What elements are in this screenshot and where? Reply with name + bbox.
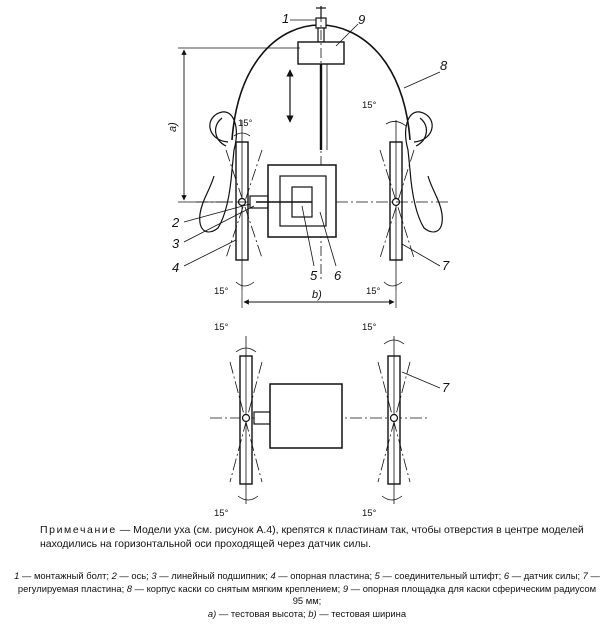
note-lead: Примечание xyxy=(40,524,117,536)
angle-label: 15° xyxy=(362,100,377,111)
legend-item: 4 — опорная пластина; xyxy=(270,570,375,581)
angle-label: 15° xyxy=(362,508,377,519)
angle-label: 15° xyxy=(214,286,229,297)
legend-item: 3 — линейный подшипник; xyxy=(151,570,271,581)
angle-label: 15° xyxy=(214,322,229,333)
right-ear-model xyxy=(405,111,443,233)
dim-height-label: a) xyxy=(167,122,179,132)
callout-4: 4 xyxy=(172,260,179,275)
top-view xyxy=(178,6,450,308)
dim-width-label: b) xyxy=(312,289,322,301)
bottom-force-sensor xyxy=(269,383,343,449)
angle-label: 15° xyxy=(366,286,381,297)
legend-item: 9 — опорная площадка для каски сферическ… xyxy=(292,582,597,607)
callout-labels: 1 9 8 2 3 4 5 6 7 7 xyxy=(171,11,450,395)
callout-7: 7 xyxy=(442,258,450,273)
legend-item: 8 — корпус каски со снятым мягким крепле… xyxy=(126,582,343,594)
leader-lines xyxy=(183,19,441,389)
callout-3: 3 xyxy=(172,236,180,251)
figure-legend: 1 — монтажный болт; 2 — ось; 3 — линейны… xyxy=(14,570,600,620)
legend-dim: b) — тестовая ширина xyxy=(308,607,407,619)
note-text: — Модели уха (см. рисунок А.4), крепятся… xyxy=(40,524,584,550)
callout-1: 1 xyxy=(282,11,289,26)
callout-6: 6 xyxy=(334,268,342,283)
angle-label: 15° xyxy=(238,118,253,129)
bottom-view xyxy=(210,336,430,504)
legend-item: 7 — регулируемая пластина; xyxy=(17,570,600,594)
angle-label: 15° xyxy=(214,508,229,519)
callout-7-bottom: 7 xyxy=(442,380,450,395)
angle-label: 15° xyxy=(362,322,377,333)
left-ear-model xyxy=(199,111,237,233)
legend-item: 5 — соединительный штифт; xyxy=(374,570,504,581)
legend-item: 6 — датчик силы; xyxy=(503,570,583,581)
technical-drawing: 1 9 8 2 3 4 5 6 7 7 a) b) 15° 15° 15° 15… xyxy=(167,6,450,519)
legend-item: 1 — монтажный болт; xyxy=(14,570,112,581)
legend-dim: a) — тестовая высота; xyxy=(207,607,309,619)
callout-8: 8 xyxy=(440,58,448,73)
figure-note: Примечание — Модели уха (см. рисунок А.4… xyxy=(40,523,600,551)
legend-item: 2 — ось; xyxy=(111,570,152,581)
callout-5: 5 xyxy=(310,268,318,283)
callout-2: 2 xyxy=(171,215,180,230)
callout-9: 9 xyxy=(358,12,365,27)
